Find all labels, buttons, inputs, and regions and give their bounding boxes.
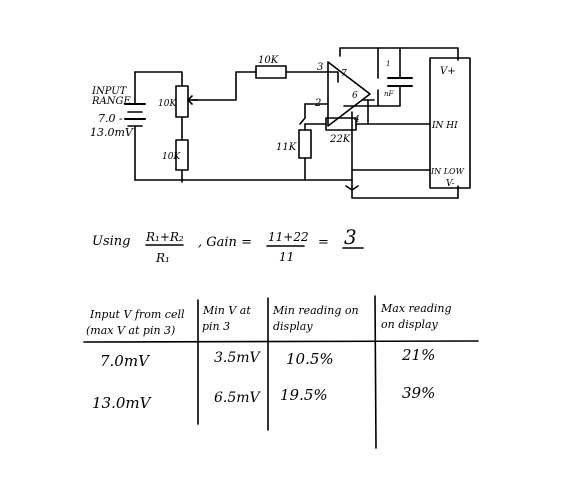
row2-min-v: 6.5mV	[214, 390, 262, 406]
capacitor-symbol	[377, 47, 413, 107]
formula-gain-label: , Gain =	[198, 235, 252, 250]
row2-input: 13.0mV	[92, 394, 153, 412]
header-col3-line2: display	[273, 320, 313, 333]
formula-using: Using	[92, 234, 130, 249]
pin-6-label: 6	[352, 91, 358, 101]
resistor-ground-label: 11K	[276, 142, 297, 153]
header-col2-line1: Min V at	[202, 304, 251, 317]
op-amp-symbol	[327, 61, 371, 127]
meter-vplus-label: V+	[440, 66, 456, 77]
meter-inlow-label: IN LOW	[430, 167, 465, 176]
formula-r-numerator: R₁+R₂	[145, 230, 184, 244]
gain-value: 3	[344, 225, 357, 249]
row2-min-reading: 19.5%	[280, 386, 328, 404]
resistor-ground-symbol	[298, 129, 312, 159]
header-col4-line1: Max reading	[380, 302, 452, 315]
input-range-low: 7.0 -	[98, 112, 123, 125]
formula-gain-numerator: 11+22	[268, 230, 309, 244]
meter-inhi-label: IN HI	[431, 121, 458, 131]
capacitor-label-1: 1	[386, 60, 390, 68]
input-range-label-2: RANGE	[91, 96, 131, 107]
input-range-high: 13.0mV	[90, 126, 134, 139]
formula-equals: =	[318, 235, 329, 250]
header-col1-line1: Input V from cell	[89, 308, 185, 321]
pin-2-label: 2	[314, 98, 321, 109]
display-meter-box	[429, 57, 471, 189]
resistor-feedback-label: 22K	[329, 134, 351, 145]
pin-7-label: 7	[341, 69, 347, 79]
capacitor-label-2: nF	[384, 90, 395, 98]
row1-input: 7.0mV	[100, 352, 151, 370]
resistor-series-label: 10K	[258, 55, 279, 66]
meter-vminus-label: V-	[446, 179, 455, 189]
input-cell-symbol	[124, 103, 146, 127]
potentiometer-symbol	[175, 85, 199, 118]
header-col3-line1: Min reading on	[272, 304, 359, 317]
header-col4-line2: on display	[381, 318, 439, 331]
circuit-wiring	[134, 47, 459, 199]
resistor-lower-symbol	[175, 139, 189, 171]
row1-min-reading: 10.5%	[286, 350, 334, 368]
formula-r-denominator: R₁	[155, 251, 170, 265]
formula-gain-denominator: 11	[279, 250, 294, 264]
resistor-lower-label: 10K	[162, 152, 181, 162]
header-col2-line2: pin 3	[202, 320, 230, 333]
results-table-grid	[83, 295, 479, 449]
row1-min-v: 3.5mV	[214, 350, 262, 366]
row1-max-reading: 21%	[401, 346, 435, 364]
row2-max-reading: 39%	[402, 384, 435, 402]
resistor-series-symbol	[255, 65, 287, 79]
input-range-label-1: INPUT	[91, 86, 128, 97]
pot-label: 10K	[158, 99, 177, 109]
header-col1-line2: (max V at pin 3)	[86, 324, 175, 337]
resistor-feedback-symbol	[325, 117, 357, 131]
pin-4-label: 4	[353, 115, 360, 125]
pin-3-label: 3	[317, 62, 323, 73]
